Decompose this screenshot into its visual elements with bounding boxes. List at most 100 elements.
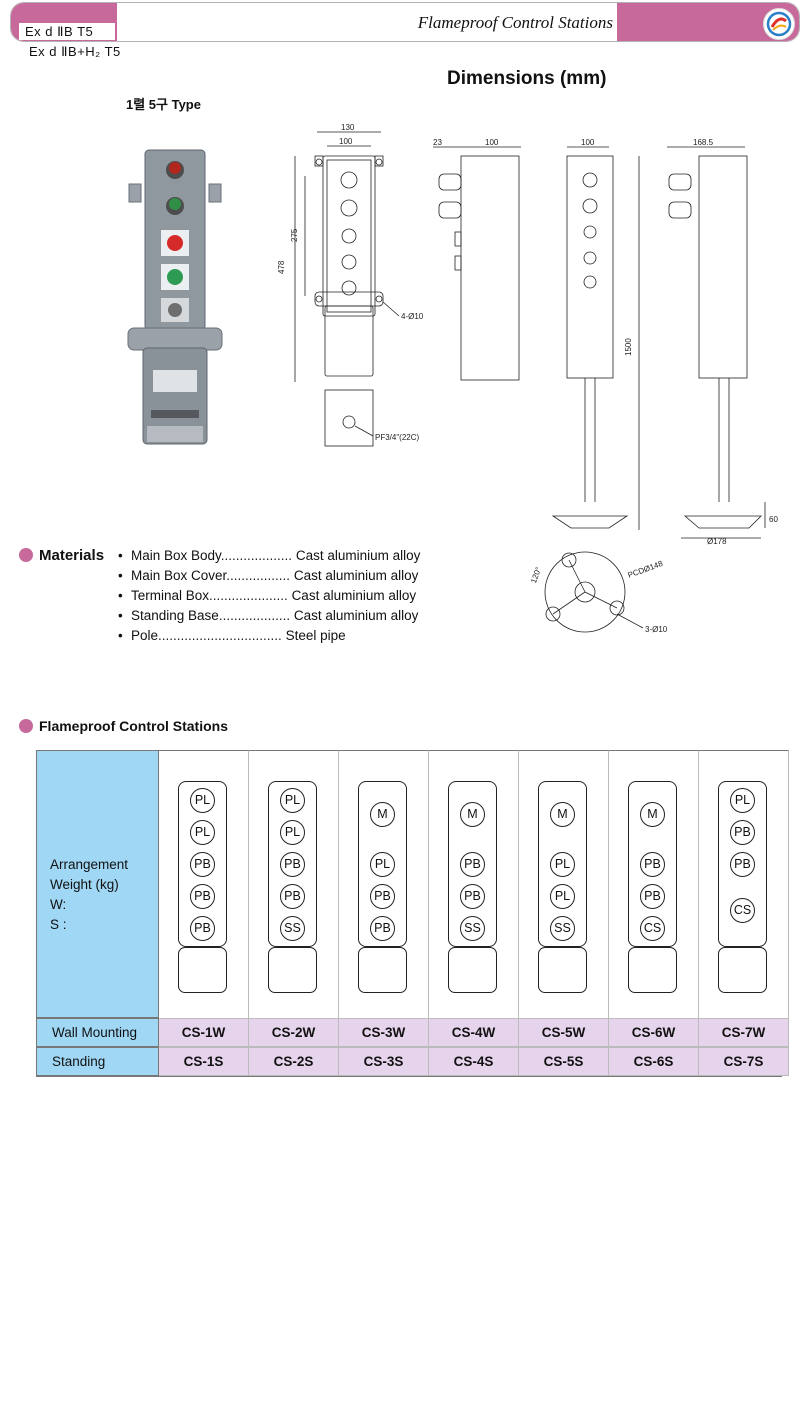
side-view: 23 100: [433, 138, 521, 381]
model-wall-cell: CS-2W: [249, 1018, 339, 1047]
dimension-drawings: 130 100 478 275 4-Ø10 PF3/4"(22C) 23 100…: [277, 123, 778, 634]
svg-text:4-Ø10: 4-Ø10: [401, 312, 424, 321]
device-symbol: SS: [550, 916, 575, 941]
terminal-box-diagram: [448, 947, 497, 993]
head-weight-s: S :: [50, 917, 67, 932]
model-standing-cell: CS-4S: [429, 1047, 519, 1076]
device-symbol: PL: [550, 852, 575, 877]
page-title: Flameproof Control Stations: [417, 13, 613, 32]
svg-text:168.5: 168.5: [693, 138, 714, 147]
svg-text:100: 100: [339, 137, 353, 146]
header-bar: Ex d ⅡB T5 Flameproof Control Stations: [10, 2, 800, 42]
material-item: •Main Box Cover................. Cast al…: [118, 568, 419, 583]
device-symbol: PB: [370, 884, 395, 909]
svg-text:Ø178: Ø178: [707, 537, 727, 546]
arrangement-diagram: PL PL PB PB PB: [178, 781, 227, 947]
row-label-wall: Wall Mounting: [36, 1018, 159, 1047]
arrangement-diagram: M PL PL SS: [538, 781, 587, 947]
standing-side-view: 168.5 Ø178 60: [667, 138, 778, 546]
model-standing-cell: CS-1S: [159, 1047, 249, 1076]
device-symbol: PB: [370, 916, 395, 941]
dimensions-title: Dimensions (mm): [447, 68, 607, 89]
table-bottom-border: [36, 1076, 782, 1077]
model-wall-cell: CS-3W: [339, 1018, 429, 1047]
material-item: •Pole................................. S…: [118, 628, 346, 643]
arrangement-column: M PB PB CS: [609, 750, 699, 1018]
arrangement-column: PL PL PB PB SS: [249, 750, 339, 1018]
svg-text:1500: 1500: [624, 338, 633, 356]
device-symbol: PB: [190, 916, 215, 941]
materials-bullet-icon: [19, 548, 33, 562]
device-symbol: M: [640, 802, 665, 827]
model-wall-cell: CS-5W: [519, 1018, 609, 1047]
device-symbol: CS: [730, 898, 755, 923]
model-standing-cell: CS-6S: [609, 1047, 699, 1076]
svg-text:120°: 120°: [529, 566, 543, 585]
table-header-column: Arrangement Weight (kg) W: S :: [36, 750, 159, 1018]
arrangement-column: M PL PB PB: [339, 750, 429, 1018]
svg-text:23: 23: [433, 138, 442, 147]
stations-title: Flameproof Control Stations: [39, 718, 228, 734]
device-symbol: M: [460, 802, 485, 827]
svg-text:100: 100: [581, 138, 595, 147]
device-symbol: PB: [280, 884, 305, 909]
company-logo-icon: [763, 8, 795, 40]
terminal-box-diagram: [718, 947, 767, 993]
material-item: •Standing Base................... Cast a…: [118, 608, 419, 623]
device-symbol: M: [370, 802, 395, 827]
device-symbol: PL: [370, 852, 395, 877]
materials-title: Materials: [39, 547, 105, 564]
terminal-box-diagram: [178, 947, 227, 993]
device-symbol: PL: [280, 820, 305, 845]
terminal-box-diagram: [628, 947, 677, 993]
device-symbol: PL: [280, 788, 305, 813]
model-standing-cell: CS-7S: [699, 1047, 789, 1076]
head-arrangement: Arrangement: [50, 857, 129, 872]
product-photo: [127, 149, 223, 445]
svg-text:478: 478: [277, 260, 286, 274]
stations-bullet-icon: [19, 719, 33, 733]
device-symbol: PB: [460, 852, 485, 877]
explosion-code-secondary: Ex d ⅡB+H₂ T5: [29, 44, 121, 59]
device-symbol: PB: [640, 852, 665, 877]
model-wall-cell: CS-4W: [429, 1018, 519, 1047]
front-view: 130 100 478 275 4-Ø10 PF3/4"(22C): [277, 123, 424, 447]
material-item: •Main Box Body................... Cast a…: [118, 548, 421, 563]
device-symbol: PB: [730, 820, 755, 845]
device-symbol: PB: [460, 884, 485, 909]
device-symbol: PB: [280, 852, 305, 877]
device-symbol: PB: [640, 884, 665, 909]
model-standing-cell: CS-2S: [249, 1047, 339, 1076]
device-symbol: PB: [190, 852, 215, 877]
base-plan-view: 120° PCDØ148 3-Ø10: [529, 551, 668, 634]
arrangement-diagram: M PL PB PB: [358, 781, 407, 947]
terminal-box-diagram: [268, 947, 317, 993]
model-wall-cell: CS-7W: [699, 1018, 789, 1047]
device-symbol: SS: [280, 916, 305, 941]
device-symbol: M: [550, 802, 575, 827]
svg-text:PCDØ148: PCDØ148: [627, 559, 665, 580]
head-weight: Weight (kg): [50, 877, 119, 892]
device-symbol: PL: [190, 788, 215, 813]
device-symbol: PL: [550, 884, 575, 909]
head-weight-w: W:: [50, 897, 67, 912]
device-symbol: CS: [640, 916, 665, 941]
model-standing-cell: CS-3S: [339, 1047, 429, 1076]
device-symbol: PB: [190, 884, 215, 909]
standing-front-view: 100 1500: [551, 138, 640, 530]
model-wall-cell: CS-6W: [609, 1018, 699, 1047]
type-label: 1렬 5구 Type: [126, 97, 201, 112]
model-wall-cell: CS-1W: [159, 1018, 249, 1047]
arrangement-column: M PL PL SS: [519, 750, 609, 1018]
row-label-standing: Standing: [36, 1047, 159, 1076]
svg-text:3-Ø10: 3-Ø10: [645, 625, 668, 634]
device-symbol: PL: [190, 820, 215, 845]
terminal-box-diagram: [538, 947, 587, 993]
svg-text:130: 130: [341, 123, 355, 132]
